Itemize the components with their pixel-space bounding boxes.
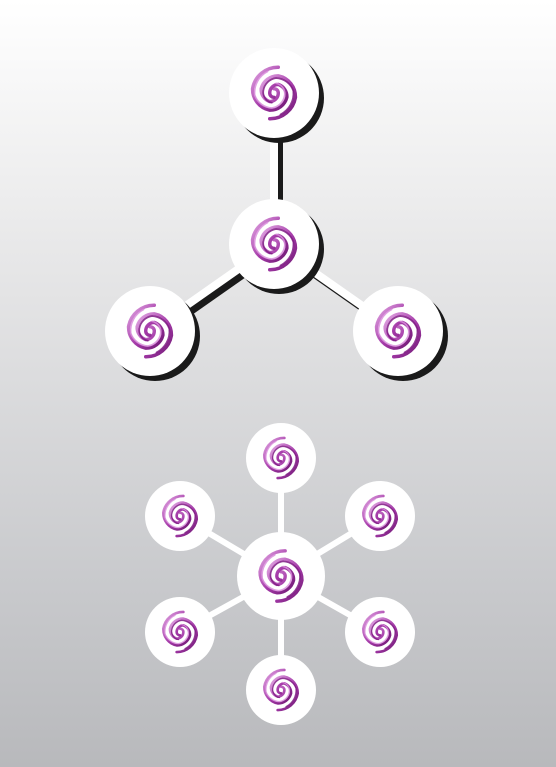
bottom-node-disc — [246, 655, 316, 725]
top-node-disc — [246, 423, 316, 493]
upper-right-node-disc — [345, 481, 415, 551]
center-node-disc — [229, 199, 319, 289]
upper-left-node — [145, 481, 215, 551]
six-node-hub — [145, 423, 415, 725]
lower-left-node — [145, 597, 215, 667]
bottom-right-node — [353, 286, 448, 381]
bottom-right-node-disc — [353, 286, 443, 376]
center-node-disc — [237, 532, 325, 620]
upper-right-node — [345, 481, 415, 551]
center-node — [229, 199, 324, 294]
center-node — [237, 532, 325, 620]
three-node-hub — [105, 48, 448, 381]
upper-left-node-disc — [145, 481, 215, 551]
lower-left-node-disc — [145, 597, 215, 667]
top-node-disc — [229, 48, 319, 138]
bottom-left-node-disc — [105, 286, 195, 376]
bottom-node — [246, 655, 316, 725]
bottom-left-node — [105, 286, 200, 381]
lower-right-node — [345, 597, 415, 667]
node-layer — [105, 48, 448, 725]
top-node — [246, 423, 316, 493]
lower-right-node-disc — [345, 597, 415, 667]
top-node — [229, 48, 324, 143]
